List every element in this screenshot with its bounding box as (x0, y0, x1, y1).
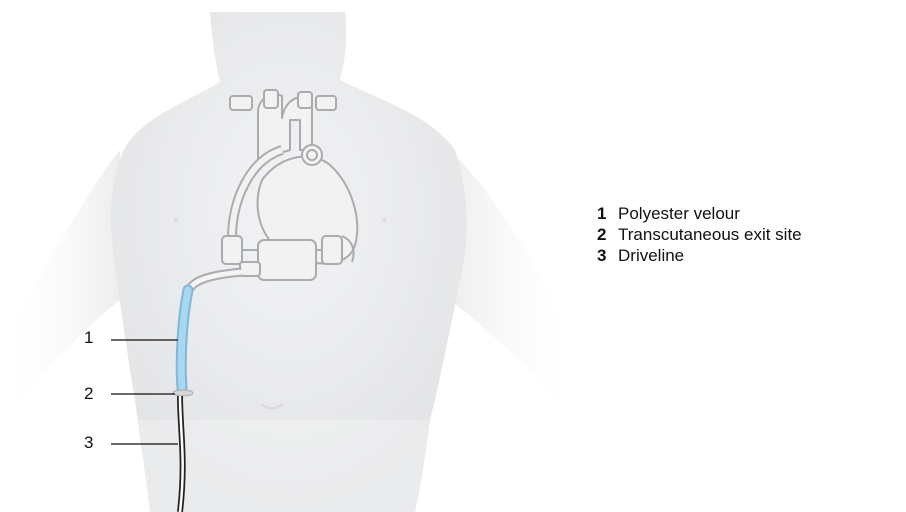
legend-item: 2 Transcutaneous exit site (597, 225, 802, 246)
legend-item: 1 Polyester velour (597, 204, 802, 225)
legend-label: Polyester velour (618, 204, 740, 224)
legend-item: 3 Driveline (597, 246, 802, 267)
callout-number-3: 3 (84, 433, 93, 453)
exit-site-marker (173, 390, 193, 396)
callout-number-1: 1 (84, 328, 93, 348)
legend: 1 Polyester velour 2 Transcutaneous exit… (597, 204, 802, 267)
legend-label: Driveline (618, 246, 684, 266)
legend-number: 1 (597, 204, 618, 224)
legend-label: Transcutaneous exit site (618, 225, 802, 245)
callout-number-2: 2 (84, 384, 93, 404)
legend-number: 2 (597, 225, 618, 245)
legend-number: 3 (597, 246, 618, 266)
